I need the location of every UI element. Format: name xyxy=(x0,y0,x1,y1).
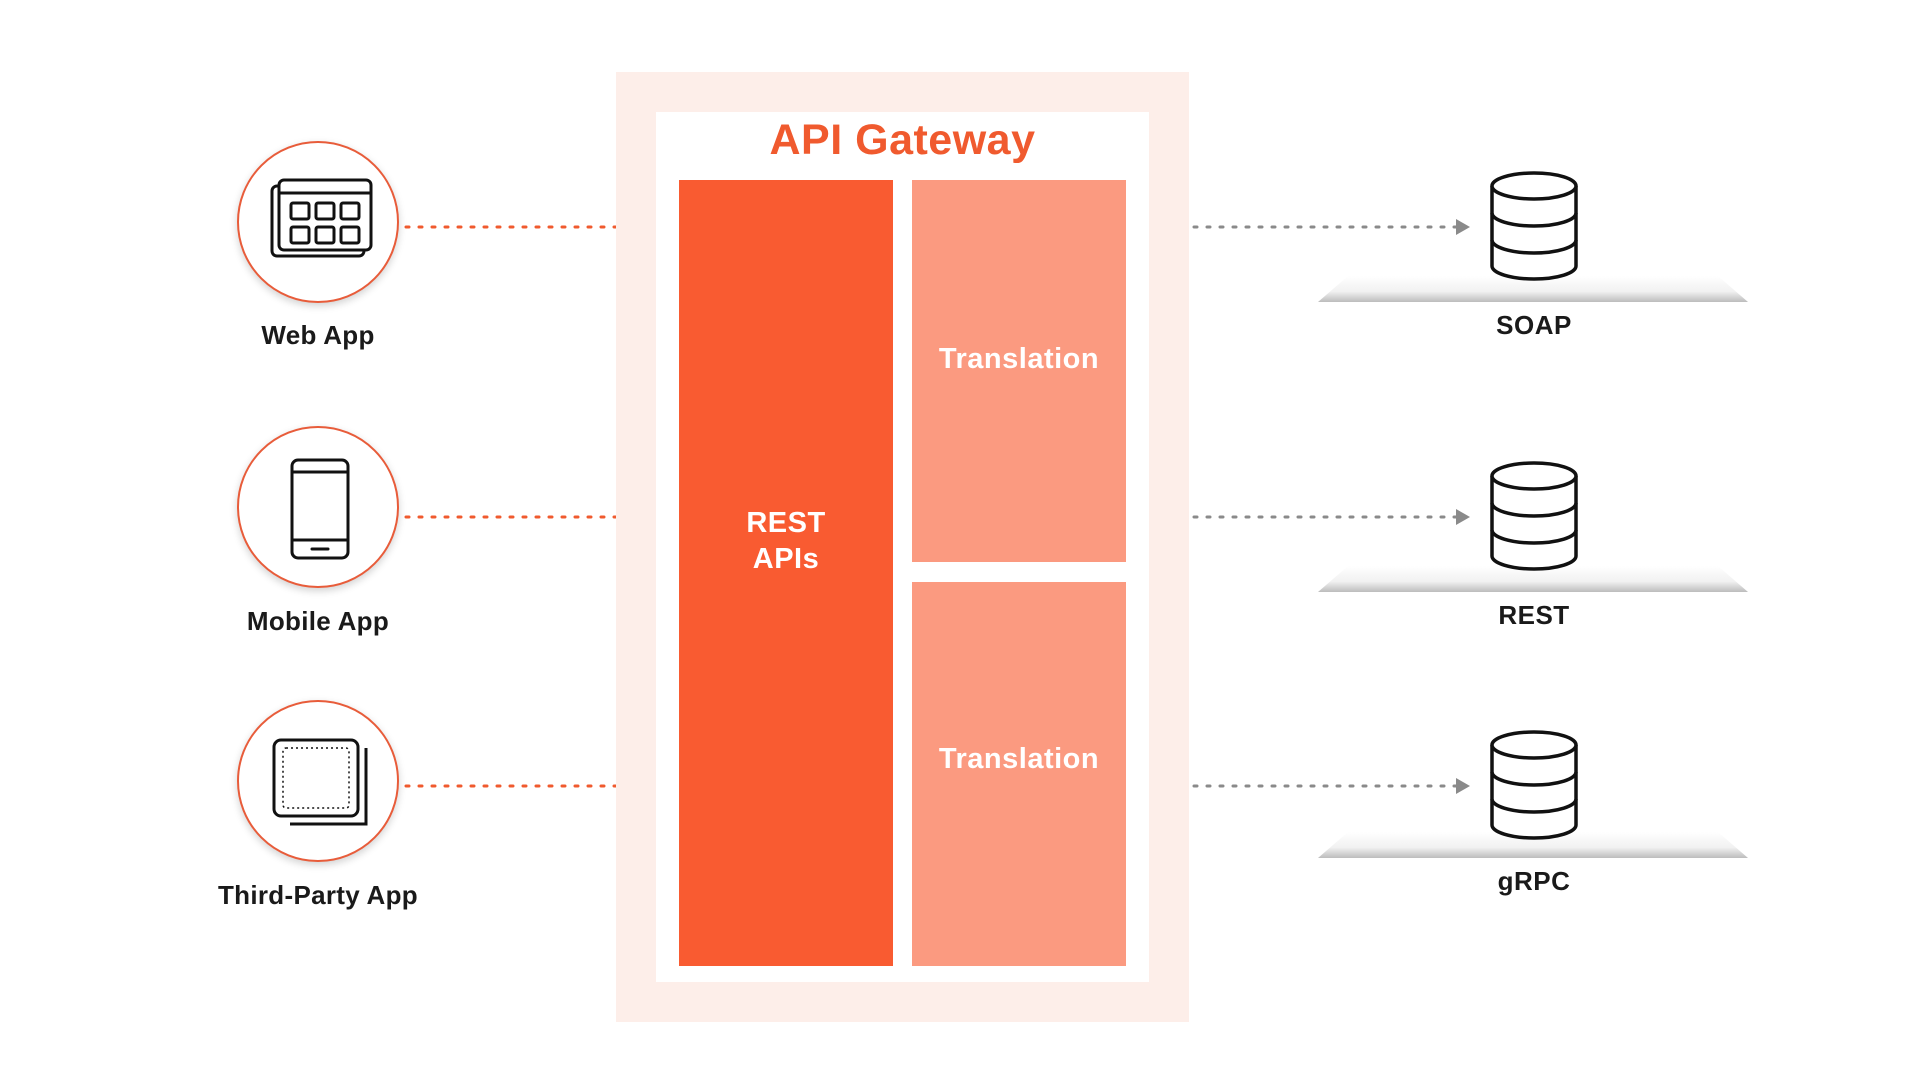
translation-label-bottom: Translation xyxy=(938,743,1100,775)
web-app-node xyxy=(237,141,399,303)
third-party-app-label: Third-Party App xyxy=(218,880,418,910)
web-app-label: Web App xyxy=(261,320,375,350)
soap-platform xyxy=(1318,276,1748,302)
grpc-platform xyxy=(1318,832,1748,858)
third-party-app-icon xyxy=(272,738,368,826)
rest-apis-label: REST APIs xyxy=(679,505,893,577)
soap-database-icon xyxy=(1484,168,1584,288)
api-gateway-title: API Gateway xyxy=(769,116,1036,164)
rest-database-icon xyxy=(1484,458,1584,578)
rest-apis-block xyxy=(679,180,893,966)
web-app-icon xyxy=(270,178,373,258)
soap-label: SOAP xyxy=(1496,310,1572,340)
rest-label: REST xyxy=(1498,600,1570,630)
translation-block-top xyxy=(912,180,1126,562)
rest-apis-line-2: APIs xyxy=(752,543,820,575)
rest-apis-line-1: REST xyxy=(746,507,826,539)
rest-backend-arrowhead xyxy=(1456,509,1470,525)
third-party-app-node xyxy=(237,700,399,862)
mobile-app-node xyxy=(237,426,399,588)
mobile-app-label: Mobile App xyxy=(246,606,390,636)
grpc-database-icon xyxy=(1484,727,1584,847)
soap-arrowhead xyxy=(1456,219,1470,235)
grpc-arrowhead xyxy=(1456,778,1470,794)
mobile-app-icon xyxy=(290,458,350,560)
translation-block-bottom xyxy=(912,582,1126,966)
rest-platform xyxy=(1318,566,1748,592)
translation-label-top: Translation xyxy=(938,343,1100,375)
grpc-label: gRPC xyxy=(1497,866,1571,896)
